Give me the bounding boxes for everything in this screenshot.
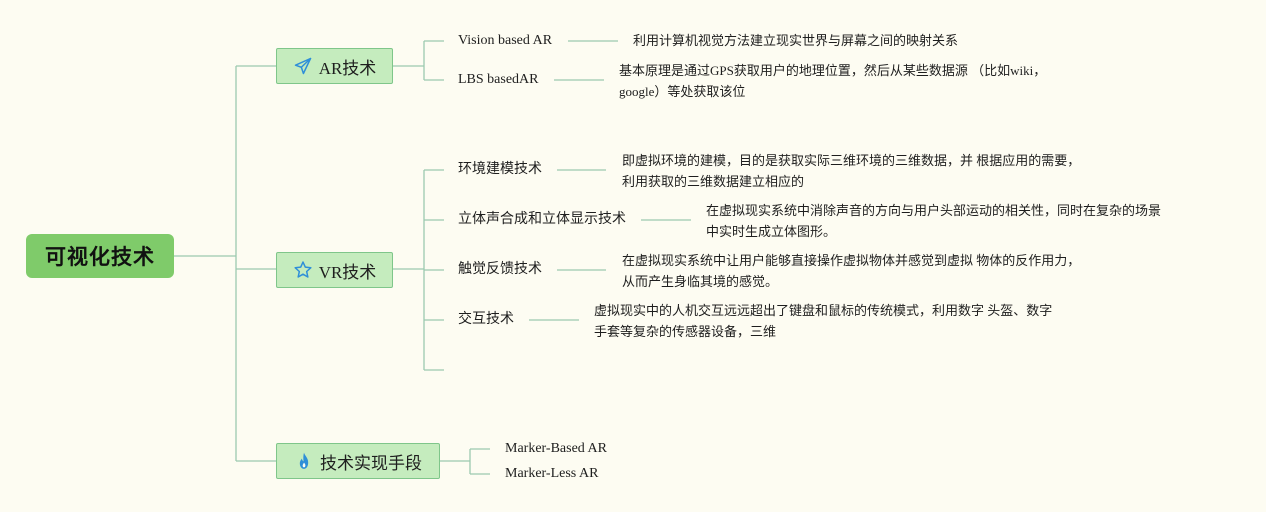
root-node[interactable]: 可视化技术 — [26, 234, 174, 278]
topic-vision-based-ar-desc: 利用计算机视觉方法建立现实世界与屏幕之间的映射关系 — [633, 30, 958, 51]
desc-line: 利用计算机视觉方法建立现实世界与屏幕之间的映射关系 — [633, 33, 959, 48]
branch-vr[interactable]: VR技术 — [276, 252, 393, 288]
desc-line: 手套等复杂的传感器设备，三维 — [594, 324, 777, 339]
topic-stereo-sound-display[interactable]: 立体声合成和立体显示技术 — [458, 212, 626, 227]
topic-lbs-based-ar-desc: 基本原理是通过GPS获取用户的地理位置，然后从某些数据源 （比如wiki， go… — [619, 60, 1046, 102]
desc-line: 从而产生身临其境的感觉。 — [622, 274, 779, 289]
desc-line: 利用获取的三维数据建立相应的 — [622, 174, 805, 189]
desc-line: 虚拟现实中的人机交互远远超出了键盘和鼠标的传统模式，利用数字 头盔、数字 — [594, 303, 1053, 318]
topic-stereo-sound-display-desc: 在虚拟现实系统中消除声音的方向与用户头部运动的相关性，同时在复杂的场景 中实时生… — [706, 200, 1161, 242]
branch-ar-label: AR技术 — [318, 58, 377, 78]
topic-vision-based-ar[interactable]: Vision based AR — [458, 33, 553, 48]
paper-plane-icon — [293, 56, 313, 76]
flame-icon — [294, 451, 314, 471]
topic-haptic-feedback-desc: 在虚拟现实系统中让用户能够直接操作虚拟物体并感觉到虚拟 物体的反作用力， 从而产… — [622, 250, 1080, 292]
topic-environment-modeling[interactable]: 环境建模技术 — [458, 162, 542, 177]
desc-line: 在虚拟现实系统中让用户能够直接操作虚拟物体并感觉到虚拟 物体的反作用力， — [622, 253, 1081, 268]
topic-marker-less-ar[interactable]: Marker-Less AR — [505, 466, 599, 481]
desc-line: 在虚拟现实系统中消除声音的方向与用户头部运动的相关性，同时在复杂的场景 — [706, 203, 1162, 218]
desc-line: google）等处获取该位 — [619, 84, 746, 99]
topic-haptic-feedback[interactable]: 触觉反馈技术 — [458, 262, 542, 277]
topic-environment-modeling-desc: 即虚拟环境的建模，目的是获取实际三维环境的三维数据，并 根据应用的需要， 利用获… — [622, 150, 1080, 192]
star-outline-icon — [293, 260, 313, 280]
desc-line: 中实时生成立体图形。 — [706, 224, 837, 239]
topic-interaction[interactable]: 交互技术 — [458, 312, 514, 327]
branch-vr-label: VR技术 — [318, 262, 377, 282]
desc-line: 基本原理是通过GPS获取用户的地理位置，然后从某些数据源 （比如wiki， — [619, 63, 1047, 78]
desc-line: 即虚拟环境的建模，目的是获取实际三维环境的三维数据，并 根据应用的需要， — [622, 153, 1081, 168]
topic-marker-based-ar[interactable]: Marker-Based AR — [505, 441, 607, 456]
topic-lbs-based-ar[interactable]: LBS basedAR — [458, 72, 539, 87]
branch-implementation-label: 技术实现手段 — [320, 453, 422, 473]
branch-implementation[interactable]: 技术实现手段 — [276, 443, 440, 479]
root-label: 可视化技术 — [45, 245, 155, 269]
branch-ar[interactable]: AR技术 — [276, 48, 393, 84]
topic-interaction-desc: 虚拟现实中的人机交互远远超出了键盘和鼠标的传统模式，利用数字 头盔、数字 手套等… — [594, 300, 1052, 342]
